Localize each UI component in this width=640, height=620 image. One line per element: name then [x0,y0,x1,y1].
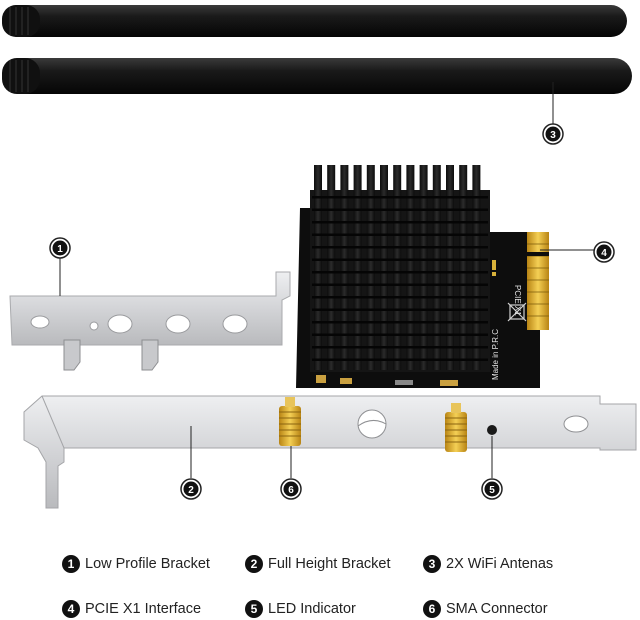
sma-connector-left [279,397,301,446]
heatsink-fin [380,165,388,370]
sma-connector-right [445,403,467,452]
callout-1: 1 [49,237,71,259]
led-indicator [487,425,497,435]
heatsink-fin [340,165,349,370]
callout-2: 2 [180,478,202,500]
legend-item-led-indicator: 5 LED Indicator [245,600,356,618]
legend-number-badge: 5 [245,600,263,618]
heatsink-fin [432,165,441,370]
legend-label: LED Indicator [268,601,356,617]
legend-item-sma-connector: 6 SMA Connector [423,600,548,618]
legend-label: Full Height Bracket [268,556,391,572]
callout-1-label: 1 [57,244,63,255]
heatsink-fin [419,165,428,370]
heatsink-fin [327,165,336,370]
heatsink-groove [312,233,488,236]
legend-number-badge: 6 [423,600,441,618]
legend-number-badge: 1 [62,555,80,573]
heatsink-fin [366,165,375,370]
pcie-gold-fingers [527,232,549,330]
callout-3-label: 3 [550,130,556,141]
heatsink-fin [353,165,362,370]
callout-5: 5 [481,478,503,500]
heatsink-fin [459,165,468,370]
legend-label: SMA Connector [446,601,548,617]
full-height-bracket [23,395,637,509]
antenna-bottom [2,58,632,94]
callout-5-label: 5 [489,485,495,496]
legend-number-badge: 4 [62,600,80,618]
heatsink-groove [312,283,488,286]
legend-item-full-height-bracket: 2 Full Height Bracket [245,555,391,573]
callout-2-label: 2 [188,485,194,496]
heatsink [310,165,490,372]
callout-4: 4 [593,241,615,263]
legend-item-wifi-antennas: 3 2X WiFi Antenas [423,555,553,573]
antenna-top [2,5,627,37]
leader-lines [59,82,596,478]
callout-3: 3 [542,123,564,145]
heatsink-fin [472,165,481,370]
legend-label: Low Profile Bracket [85,556,210,572]
heatsink-groove [312,221,488,224]
pcb-label-pcie: PCIE X1 [513,285,522,316]
heatsink-groove [312,196,488,199]
heatsink-groove [312,258,488,261]
legend-label: 2X WiFi Antenas [446,556,554,572]
legend-item-low-profile-bracket: 1 Low Profile Bracket [62,555,210,573]
legend-label: PCIE X1 Interface [85,601,202,617]
heatsink-fin [446,165,454,370]
legend-item-pcie-interface: 4 PCIE X1 Interface [62,600,201,618]
callout-6: 6 [280,478,302,500]
heatsink-groove [312,208,488,211]
heatsink-groove [312,271,488,274]
heatsink-groove [312,346,488,349]
heatsink-groove [312,333,488,336]
heatsink-fin [406,165,415,370]
heatsink-groove [312,296,488,299]
heatsink-groove [312,358,488,361]
legend-number-badge: 2 [245,555,263,573]
heatsink-groove [312,246,488,249]
heatsink-groove [312,308,488,311]
legend-number-badge: 3 [423,555,441,573]
low-profile-bracket [9,271,291,371]
heatsink-fin [314,165,322,370]
pcb-label-made-in: Made in P.R.C [491,329,500,380]
heatsink-fin [393,165,402,370]
callout-4-label: 4 [601,248,607,259]
callout-6-label: 6 [288,485,294,496]
heatsink-groove [312,321,488,324]
